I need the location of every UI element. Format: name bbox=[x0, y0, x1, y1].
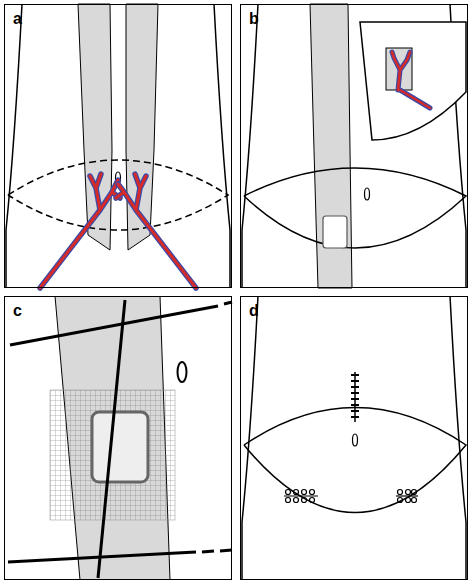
muscle-defect bbox=[92, 412, 148, 482]
rectus-muscle bbox=[126, 4, 158, 250]
body-outline bbox=[242, 4, 258, 288]
panel-letter: d bbox=[249, 302, 259, 320]
umbilicus bbox=[353, 434, 358, 446]
body-outline bbox=[6, 4, 22, 288]
panel-letter: a bbox=[13, 10, 22, 28]
skin-edge bbox=[8, 552, 196, 562]
figure-panel: a bbox=[4, 4, 232, 288]
skin-edge bbox=[10, 306, 218, 345]
raised-flap bbox=[360, 22, 466, 140]
flap-vessels bbox=[392, 52, 430, 108]
skin-incision bbox=[244, 168, 466, 248]
closed-incision bbox=[244, 408, 466, 513]
fascia-sutures bbox=[284, 490, 418, 503]
umbilicus bbox=[365, 188, 370, 200]
panel-b-art bbox=[242, 4, 466, 288]
skin-edge bbox=[224, 302, 232, 304]
flap-donor-scar bbox=[354, 372, 356, 422]
umbilicus bbox=[178, 362, 187, 382]
panel-letter: b bbox=[249, 10, 259, 28]
panel-d-art bbox=[242, 296, 466, 580]
figure-panel: c bbox=[4, 296, 232, 580]
skin-edge bbox=[98, 300, 125, 578]
rectus-muscle bbox=[310, 4, 352, 288]
skin-sutures bbox=[351, 375, 359, 417]
figure-panel: b bbox=[240, 4, 468, 288]
figure-panel: d bbox=[240, 296, 468, 580]
body-outline bbox=[450, 296, 466, 580]
panel-c-art bbox=[8, 296, 232, 580]
skin-edge bbox=[202, 550, 232, 552]
body-outline bbox=[214, 4, 230, 288]
panel-a-art bbox=[6, 4, 230, 288]
mesh-onlay bbox=[50, 390, 175, 520]
panel-letter: c bbox=[13, 302, 22, 320]
muscle-defect bbox=[323, 216, 347, 248]
epigastric-vessels bbox=[40, 174, 196, 288]
